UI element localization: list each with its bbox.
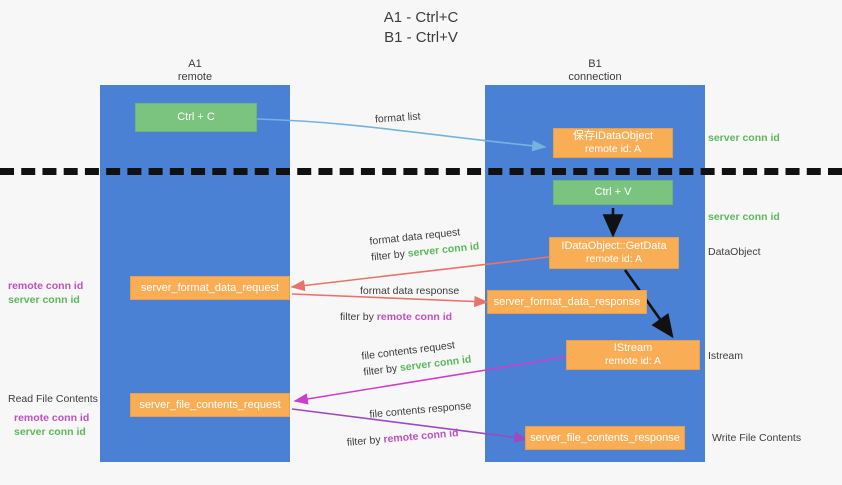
label-filter-by-remote-conn-id-1: filter by remote conn id (340, 310, 452, 324)
lane-b1-name: B1 (588, 58, 602, 70)
title-line-1: A1 - Ctrl+C (383, 9, 459, 26)
right-label-server-conn-id-top: server conn id (708, 132, 780, 144)
box-server-format-data-request[interactable]: server_format_data_request (130, 276, 290, 300)
box-ole-idataobject-line2: remote id: A (584, 143, 642, 155)
box-idataobject-getdata-line1: IDataObject::GetData (561, 240, 667, 252)
left-read-file-contents: Read File Contents (8, 392, 98, 406)
box-istream-line1: IStream (613, 342, 653, 354)
lane-a1-name: A1 (188, 58, 202, 70)
arrow-file-contents-request (293, 356, 567, 405)
box-ctrl-c[interactable]: Ctrl + C (135, 103, 257, 132)
lane-b1-sub: connection (568, 71, 622, 83)
right-label-write-file-contents: Write File Contents (712, 432, 802, 444)
box-server-file-contents-response-line1: server_file_contents_response (530, 431, 680, 444)
arrow-file-contents-response (291, 408, 529, 443)
arrow-format-data-response (291, 293, 489, 308)
arrow-getdata-to-istream (623, 269, 674, 339)
title-line-2: B1 - Ctrl+V (384, 29, 458, 46)
filter-by-text-1: filter by (370, 247, 409, 264)
left-server-conn-id-1: server conn id (8, 294, 80, 306)
box-ctrl-v[interactable]: Ctrl + V (553, 180, 673, 205)
right-label-istream: Istream (708, 350, 744, 362)
box-ctrl-v-line1: Ctrl + V (594, 186, 632, 198)
right-label-dataobject: DataObject (708, 246, 761, 258)
box-ole-idataobject[interactable]: 保存IDataObject remote id: A (553, 128, 673, 158)
box-server-format-data-request-line1: server_format_data_request (140, 281, 280, 294)
box-istream-line2: remote id: A (604, 355, 662, 367)
left-conn-block-top: remote conn id server conn id (8, 279, 83, 307)
arrow-format-list (256, 118, 547, 152)
left-remote-conn-id-2: remote conn id (14, 412, 90, 424)
box-idataobject-getdata[interactable]: IDataObject::GetData remote id: A (549, 237, 679, 269)
filter-by-text-2: filter by (340, 311, 377, 323)
right-label-server-conn-id-mid: server conn id (708, 211, 780, 223)
lane-header-b1: B1 connection (535, 58, 655, 84)
left-read-file-contents-text: Read File Contents (8, 393, 98, 405)
page-title: A1 - Ctrl+C B1 - Ctrl+V (0, 8, 842, 48)
phase-divider (0, 168, 842, 175)
box-istream[interactable]: IStream remote id: A (566, 340, 700, 370)
left-remote-conn-id-1: remote conn id (8, 280, 84, 292)
lane-a1-sub: remote (177, 71, 213, 83)
arrow-format-data-request (290, 256, 550, 292)
box-server-file-contents-request-line1: server_file_contents_request (139, 398, 281, 411)
label-format-data-response: format data response (360, 285, 460, 297)
left-conn-block-bottom: remote conn id server conn id (14, 411, 89, 439)
left-server-conn-id-2: server conn id (14, 426, 86, 438)
label-format-data-response-group: format data response filter by remote co… (340, 284, 459, 323)
box-ctrl-c-line1: Ctrl + C (177, 111, 215, 123)
box-server-format-data-response[interactable]: server_format_data_response (487, 290, 647, 314)
box-server-file-contents-request[interactable]: server_file_contents_request (130, 393, 290, 417)
lane-header-a1: A1 remote (135, 58, 255, 84)
box-server-file-contents-response[interactable]: server_file_contents_response (525, 426, 685, 450)
filter-by-text-4: filter by (346, 433, 385, 449)
box-ole-idataobject-line1: 保存IDataObject (572, 130, 654, 142)
remote-conn-id-text-1: remote conn id (376, 311, 453, 323)
box-idataobject-getdata-line2: remote id: A (585, 253, 643, 265)
box-server-format-data-response-line1: server_format_data_response (493, 295, 641, 308)
